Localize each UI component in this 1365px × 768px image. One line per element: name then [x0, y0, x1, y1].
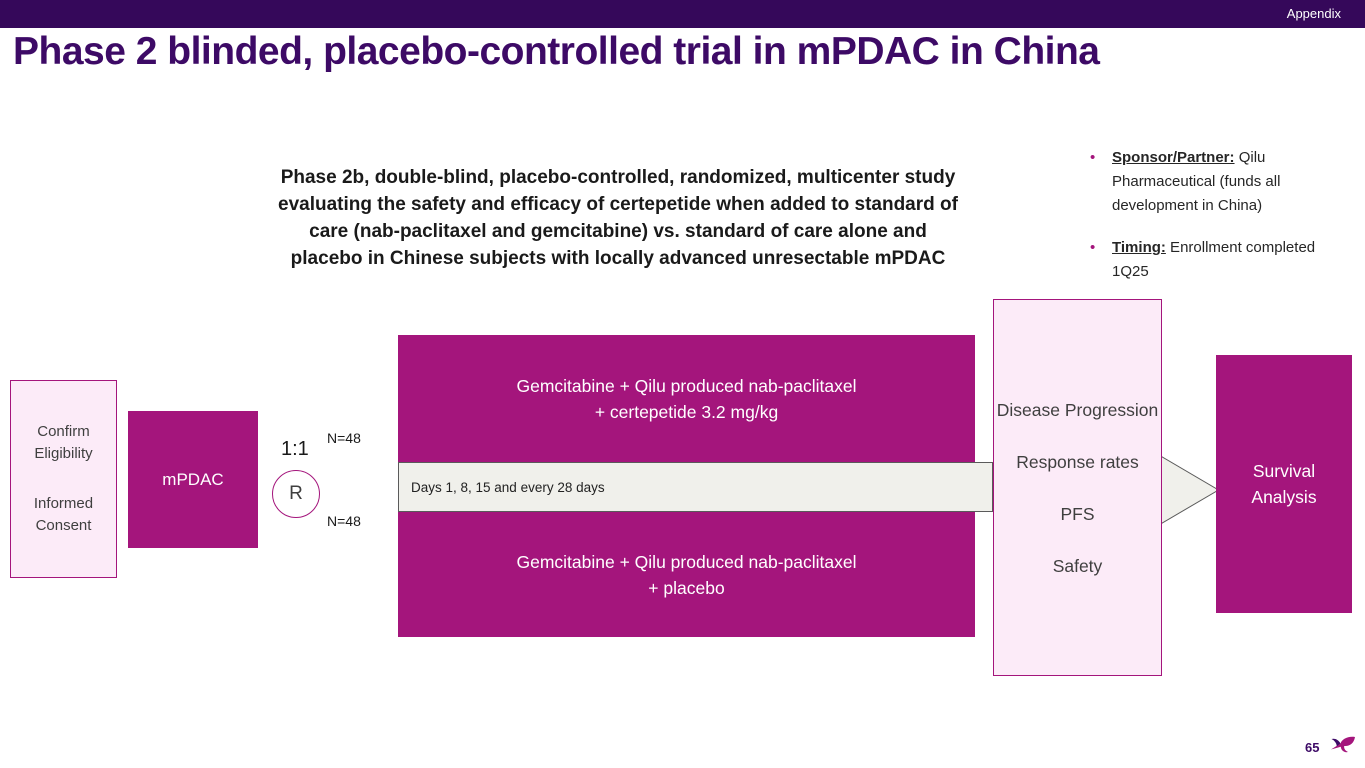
endpoint-item: Response rates: [1016, 451, 1139, 472]
treatment-arm-box: Gemcitabine + Qilu produced nab-paclitax…: [398, 335, 975, 462]
endpoints-box: Disease Progression Response rates PFS S…: [993, 299, 1162, 676]
randomization-ratio: 1:1: [281, 438, 309, 460]
survival-analysis-line: Survival: [1252, 461, 1316, 481]
randomization-circle: R: [272, 470, 320, 518]
survival-analysis-line: Analysis: [1251, 487, 1317, 507]
bullet-label: Sponsor/Partner:: [1112, 149, 1235, 166]
page-number: 65: [1305, 740, 1320, 755]
placebo-arm-line: + placebo: [648, 577, 725, 598]
study-description-line: care (nab-paclitaxel and gemcitabine) vs…: [309, 221, 927, 242]
eligibility-confirm-text: Confirm Eligibility: [34, 423, 93, 462]
n-count-top: N=48: [327, 430, 361, 446]
study-description-line: Phase 2b, double-blind, placebo-controll…: [280, 167, 956, 188]
bullet-text: Enrollment completed 1Q25: [1112, 239, 1316, 280]
placebo-arm-box: Gemcitabine + Qilu produced nab-paclitax…: [398, 512, 975, 637]
placebo-arm-line: Gemcitabine + Qilu produced nab-paclitax…: [516, 551, 857, 572]
side-bullet-list: • Sponsor/Partner: Qilu Pharmaceutical (f…: [1080, 146, 1352, 302]
bullet-text: Qilu Pharmaceutical (funds all developme…: [1112, 149, 1281, 214]
bullet-dot: •: [1090, 149, 1096, 166]
population-box: mPDAC: [128, 411, 258, 548]
eligibility-box: Confirm Eligibility Informed Consent: [10, 380, 117, 578]
study-description: Phase 2b, double-blind, placebo-controll…: [238, 164, 998, 272]
treatment-arm-line: + certepetide 3.2 mg/kg: [594, 401, 779, 422]
n-count-bottom: N=48: [327, 513, 361, 529]
page-title: Phase 2 blinded, placebo-controlled tria…: [13, 30, 1100, 73]
dosing-schedule-bar: Days 1, 8, 15 and every 28 days: [398, 462, 993, 512]
endpoint-item: Safety: [1052, 555, 1103, 576]
bullet-label: Timing:: [1112, 239, 1166, 256]
top-banner: Appendix: [0, 0, 1365, 28]
bullet-sponsor-partner: • Sponsor/Partner: Qilu Pharmaceutical (f…: [1080, 146, 1352, 218]
study-description-line: placebo in Chinese subjects with locally…: [290, 248, 946, 269]
eligibility-consent-text: Informed Consent: [33, 495, 94, 534]
endpoint-item: Disease Progression: [996, 399, 1159, 420]
study-description-line: evaluating the safety and efficacy of ce…: [278, 194, 958, 215]
hummingbird-logo-icon: [1331, 736, 1355, 753]
bullet-timing: • Timing: Enrollment completed 1Q25: [1080, 236, 1352, 284]
appendix-tag: Appendix: [1286, 6, 1341, 21]
bullet-dot: •: [1090, 239, 1096, 256]
survival-analysis-box: Survival Analysis: [1216, 355, 1352, 613]
endpoint-item: PFS: [1060, 503, 1095, 524]
treatment-arm-line: Gemcitabine + Qilu produced nab-paclitax…: [516, 375, 857, 396]
